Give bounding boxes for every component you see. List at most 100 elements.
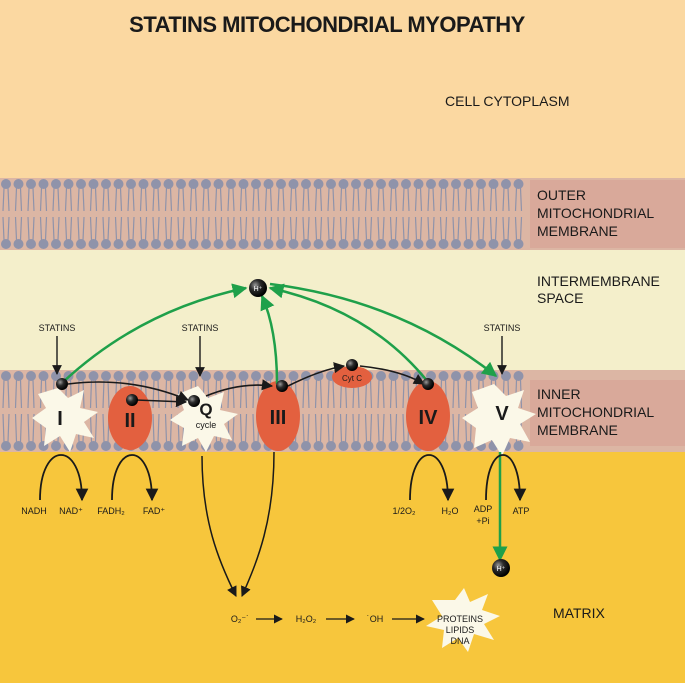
lipid-head xyxy=(113,371,124,381)
lipid-tail xyxy=(252,216,255,241)
lipid-tail xyxy=(202,187,205,212)
ros-arrow-from-q xyxy=(201,455,237,597)
electron-arrow-q-to-iii xyxy=(205,379,274,397)
lipid-tail xyxy=(77,216,80,241)
lipid-head xyxy=(76,371,86,381)
lipid-tail xyxy=(457,187,460,212)
inner-membrane-label-1: INNER xyxy=(537,386,581,402)
lipid-head xyxy=(88,239,99,249)
lipid-head xyxy=(213,441,224,451)
lipid-tail xyxy=(152,187,155,212)
lipid-tail xyxy=(477,187,480,212)
lipid-tail xyxy=(164,187,168,212)
lipid-tail xyxy=(14,379,18,409)
lipid-head xyxy=(388,441,399,451)
lipid-tail xyxy=(314,379,318,409)
electron-arrow-i-to-q xyxy=(67,381,190,402)
lipid-tail xyxy=(402,216,405,241)
statins-label-v: STATINS xyxy=(484,323,521,333)
lipid-tail xyxy=(507,187,510,212)
lipid-tail xyxy=(452,413,455,443)
lipid-head xyxy=(326,441,336,451)
lipid-tail xyxy=(214,187,218,212)
cytc-label: Cyt C xyxy=(342,374,362,383)
lipid-head xyxy=(26,179,36,189)
lipid-head xyxy=(263,179,274,189)
lipid-head xyxy=(163,179,174,189)
lipid-tail xyxy=(189,187,193,212)
lipid-tail xyxy=(32,187,35,212)
lipid-tail xyxy=(232,216,235,241)
lipid-head xyxy=(351,179,361,189)
lipid-head xyxy=(88,441,99,451)
lipid-tail xyxy=(127,187,130,212)
lipid-tail xyxy=(269,187,273,212)
lipid-tail xyxy=(332,413,335,443)
lipid-tail xyxy=(207,187,210,212)
lipid-head xyxy=(176,239,186,249)
lipid-tail xyxy=(364,187,368,212)
lipid-head xyxy=(451,441,461,451)
lipid-head xyxy=(1,371,11,381)
superoxide-label: O₂⁻˙ xyxy=(231,614,249,624)
lipid-head xyxy=(176,371,186,381)
lipid-tail xyxy=(69,216,73,241)
lipid-head xyxy=(438,239,449,249)
lipid-tail xyxy=(239,187,243,212)
lipid-tail xyxy=(369,413,373,443)
complex-v-label: V xyxy=(495,403,509,425)
lipid-tail xyxy=(19,187,23,212)
lipid-head xyxy=(38,179,49,189)
damage-target-lipids: LIPIDS xyxy=(446,625,475,635)
electron-arrow-cytc-to-iv xyxy=(359,365,425,385)
lipid-tail xyxy=(2,413,5,443)
lipid-head xyxy=(476,239,486,249)
lipid-head xyxy=(301,239,311,249)
lipid-tail xyxy=(94,187,98,212)
lipid-tail xyxy=(289,187,293,212)
lipid-head xyxy=(438,371,449,381)
lipid-tail xyxy=(302,413,305,443)
lipid-tail xyxy=(427,187,430,212)
lipid-tail xyxy=(352,216,355,241)
complex-ii-label: II xyxy=(124,410,135,432)
lipid-tail xyxy=(189,216,193,241)
lipid-tail xyxy=(164,379,168,409)
lipid-tail xyxy=(252,413,255,443)
lipid-head xyxy=(101,441,111,451)
lipid-tail xyxy=(157,413,160,443)
lipid-head xyxy=(513,239,524,249)
lipid-head xyxy=(338,239,349,249)
lipid-tail xyxy=(44,187,48,212)
lipid-head xyxy=(188,239,199,249)
lipid-tail xyxy=(239,216,243,241)
lipid-tail xyxy=(502,187,505,212)
lipid-tail xyxy=(57,187,60,212)
lipid-tail xyxy=(414,187,418,212)
lipid-tail xyxy=(457,379,460,409)
lipid-tail xyxy=(419,216,423,241)
complex-iv-label: IV xyxy=(419,407,439,429)
lipid-tail xyxy=(482,216,485,241)
lipid-head xyxy=(476,371,486,381)
lipid-tail xyxy=(127,216,130,241)
lipid-tail xyxy=(514,187,518,212)
peroxide-label: H₂O₂ xyxy=(296,614,317,624)
lipid-tail xyxy=(344,216,348,241)
lipid-head xyxy=(363,239,374,249)
lipid-tail xyxy=(327,216,330,241)
lipid-tail xyxy=(319,187,323,212)
lipid-tail xyxy=(214,216,218,241)
lipid-tail xyxy=(364,216,368,241)
lipid-head xyxy=(76,239,86,249)
lipid-tail xyxy=(302,187,305,212)
lipid-head xyxy=(338,179,349,189)
lipid-tail xyxy=(357,187,360,212)
lipid-head xyxy=(51,179,61,189)
lipid-head xyxy=(263,239,274,249)
lipid-head xyxy=(101,239,111,249)
lipid-tail xyxy=(7,379,10,409)
lipid-tail xyxy=(89,187,93,212)
